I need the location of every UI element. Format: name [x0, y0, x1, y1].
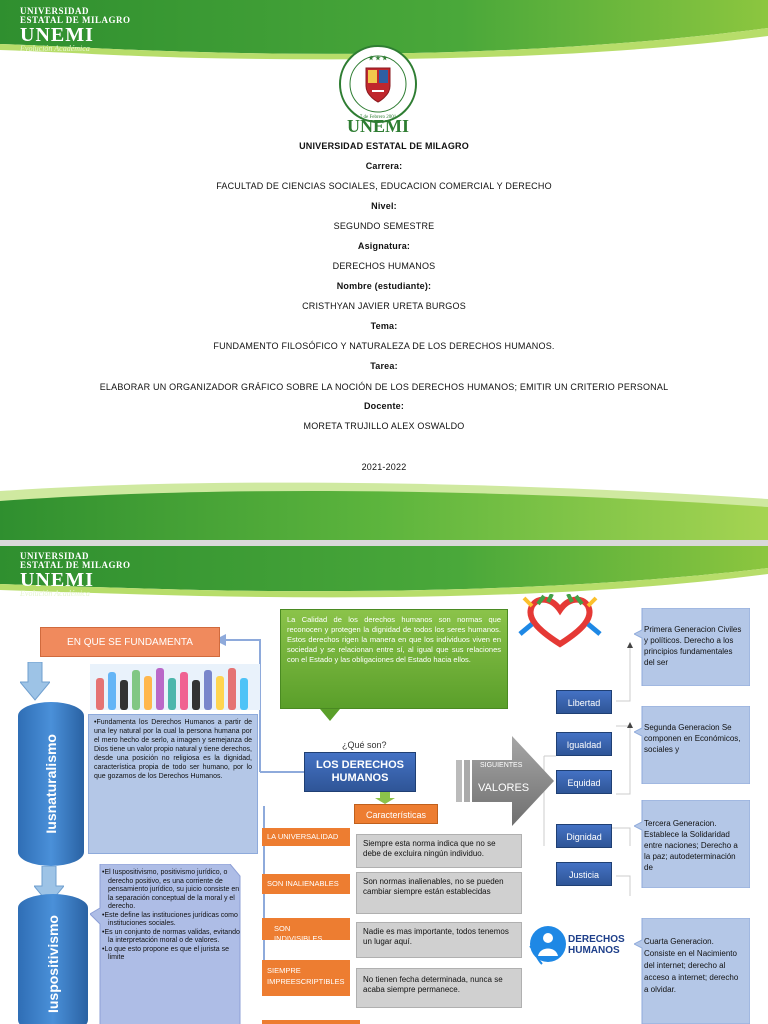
calidad-pointer [320, 709, 340, 721]
cover-topic-label: Tema: [370, 321, 398, 331]
university-seal: ★ ★ ★ 7 de Febrero 2001 [339, 45, 417, 123]
value-libertad: Libertad [556, 690, 612, 714]
cover-student: CRISTHYAN JAVIER URETA BURGOS [302, 301, 466, 311]
que-son-label: ¿Qué son? [342, 740, 387, 750]
heart-hands-image [518, 594, 602, 648]
bottom-banner-wave [0, 482, 768, 540]
caracteristicas-box: Características [354, 804, 438, 824]
trait-text-3: Nadie es mas importante, todos tenemos u… [356, 922, 522, 958]
generation-1-text: Primera Generacion Civiles y políticos. … [644, 625, 742, 667]
values-arrow [456, 736, 554, 826]
cover-task-label: Tarea: [370, 361, 398, 371]
fundamenta-box: EN QUE SE FUNDAMENTA [40, 627, 220, 657]
dh-logo-line2: HUMANOS [568, 945, 620, 956]
iusnaturalismo-cylinder: Iusnaturalismo [18, 702, 84, 866]
generation-box-4-bg [634, 918, 750, 1024]
valores-label: VALORES [478, 782, 530, 794]
small-arrow-head [375, 798, 395, 804]
logo-line1: UNIVERSIDAD [20, 6, 90, 16]
page2-banner [0, 546, 768, 598]
cover-page: UNIVERSIDAD ESTATAL DE MILAGRO UNEMI Evo… [0, 0, 768, 540]
iuspos-item-4: •Lo que esto propone es que el jurista s… [102, 945, 229, 962]
iuspositivismo-list: •El Iuspositivismo, positivismo jurídico… [102, 869, 240, 963]
dh-logo-line1: DERECHOS [568, 934, 625, 945]
logo-motto: Evolución Académica [20, 44, 90, 53]
cover-task: ELABORAR UN ORGANIZADOR GRÁFICO SOBRE LA… [99, 382, 669, 392]
cover-level: SEGUNDO SEMESTRE [333, 221, 435, 231]
logo-name: UNEMI [20, 569, 94, 591]
top-banner-wave [0, 0, 768, 60]
iusnaturalismo-text: •Fundamenta los Derechos Humanos a parti… [88, 714, 258, 854]
raised-hands-image [90, 664, 260, 710]
iuspositivismo-callout [90, 864, 241, 1024]
unemi-logo: UNIVERSIDAD ESTATAL DE MILAGRO UNEMI Evo… [20, 7, 131, 53]
cover-subject-label: Asignatura: [357, 241, 411, 251]
trait-text-4: No tienen fecha determinada, nunca se ac… [356, 968, 522, 1008]
logo-motto: Evolución Académica [20, 589, 90, 598]
iuspositivismo-cylinder: Iuspositivismo [18, 894, 88, 1024]
trait-label-4: SIEMPRE IMPREESCRIPTIBLES [262, 960, 350, 996]
derechos-humanos-logo-icon [529, 926, 566, 965]
trait-text-2: Son normas inalienables, no se pueden ca… [356, 872, 522, 914]
generation-3-text: Tercera Generacion. Establece la Solidar… [644, 819, 738, 872]
generation-box-2-bg [634, 706, 750, 784]
cover-teacher: MORETA TRUJILLO ALEX OSWALDO [303, 421, 465, 431]
iuspositivismo-label: Iuspositivismo [45, 914, 61, 1014]
calidad-box: La Calidad de los derechos humanos son n… [280, 609, 508, 709]
generation-box-3-bg [634, 800, 750, 888]
generation-box-1-bg [634, 608, 750, 686]
cover-level-label: Nivel: [371, 201, 397, 211]
trait-label-2: SON INALIENABLES [262, 874, 350, 894]
cover-teacher-label: Docente: [363, 401, 405, 411]
seal-name: UNEMI [347, 116, 409, 136]
cover-university: UNIVERSIDAD ESTATAL DE MILAGRO [299, 141, 469, 151]
generation-4-text: Cuarta Generacion. Consiste en el Nacimi… [644, 937, 739, 994]
seal-date: 7 de Febrero 2001 [360, 115, 397, 120]
organizer-page: UNIVERSIDAD ESTATAL DE MILAGRO UNEMI Evo… [0, 546, 768, 1024]
logo-line1: UNIVERSIDAD [20, 551, 90, 561]
value-equidad: Equidad [556, 770, 612, 794]
logo-name: UNEMI [20, 24, 94, 46]
value-igualdad: Igualdad [556, 732, 612, 756]
unemi-logo-2: UNIVERSIDAD ESTATAL DE MILAGRO UNEMI Evo… [20, 552, 131, 598]
trait-label-1: LA UNIVERSALIDAD [262, 828, 350, 846]
value-dignidad: Dignidad [556, 824, 612, 848]
small-arrow-stem [380, 792, 390, 798]
trait-label-5-partial [262, 1020, 360, 1024]
arrow-down-1 [20, 662, 50, 701]
iusnaturalismo-label: Iusnaturalismo [43, 734, 59, 834]
cover-subject: DERECHOS HUMANOS [332, 261, 436, 271]
svg-text:★ ★ ★: ★ ★ ★ [368, 55, 388, 62]
iuspos-item-2: •Este define las instituciones jurídicas… [102, 911, 238, 928]
iuspos-item-3: •Es un conjunto de normas validas, evita… [102, 928, 240, 945]
value-justicia: Justicia [556, 862, 612, 886]
logo-line2: ESTATAL DE MILAGRO [20, 560, 131, 570]
cover-period: 2021-2022 [361, 462, 407, 472]
cover-career: FACULTAD DE CIENCIAS SOCIALES, EDUCACION… [216, 181, 552, 191]
siguientes-label: SIGUIENTES [480, 762, 523, 769]
generation-2-text: Segunda Generacion Se componen en Económ… [644, 723, 741, 754]
trait-label-3: SON INDIVISIBLES [262, 918, 350, 943]
cover-topic: FUNDAMENTO FILOSÓFICO Y NATURALEZA DE LO… [213, 341, 555, 351]
logo-line2: ESTATAL DE MILAGRO [20, 15, 131, 25]
iuspos-item-1: •El Iuspositivismo, positivismo jurídico… [102, 869, 240, 910]
derechos-humanos-title: LOS DERECHOS HUMANOS [304, 752, 416, 792]
trait-text-1: Siempre esta norma indica que no se debe… [356, 834, 522, 868]
cover-student-label: Nombre (estudiante): [336, 281, 432, 291]
cover-career-label: Carrera: [365, 161, 403, 171]
dh-logo-text: DERECHOS HUMANOS [568, 934, 625, 956]
